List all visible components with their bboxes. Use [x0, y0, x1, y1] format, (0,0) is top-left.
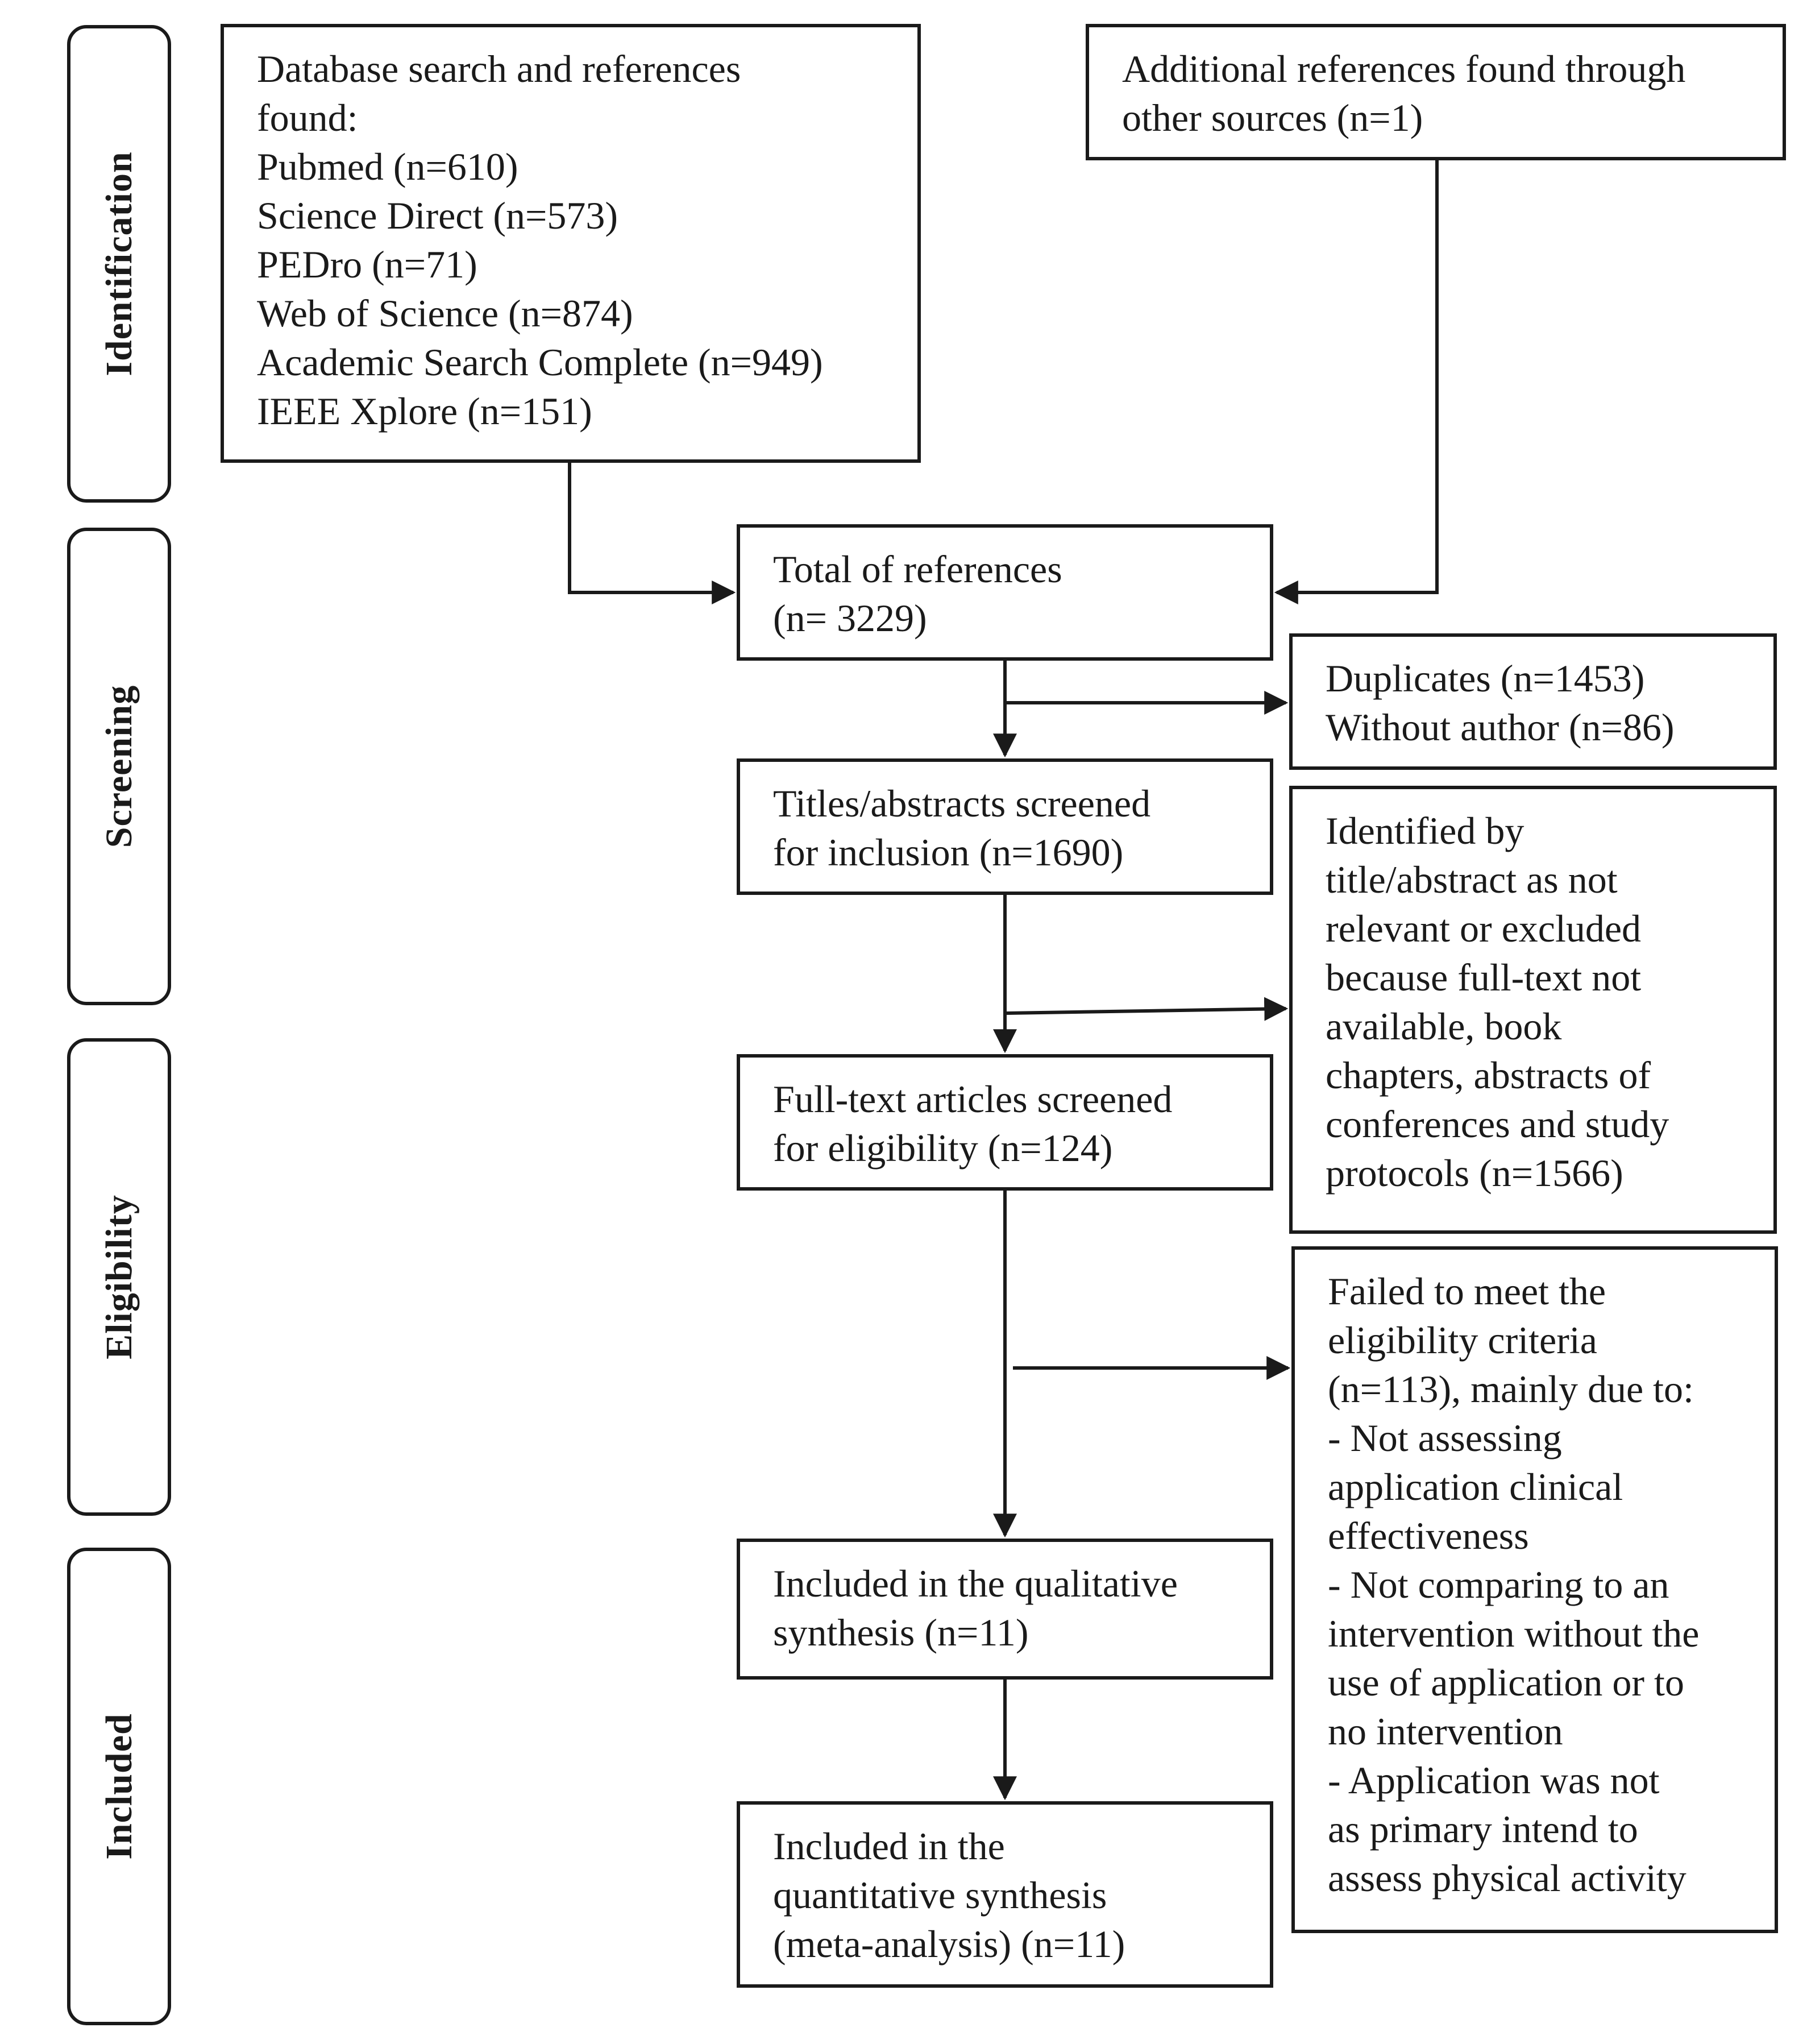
box-line: effectiveness: [1328, 1514, 1529, 1557]
box-line: no intervention: [1328, 1710, 1563, 1753]
box-line: (n= 3229): [773, 596, 927, 640]
box-line: Academic Search Complete (n=949): [257, 341, 823, 384]
box-line: because full-text not: [1326, 956, 1642, 999]
arrow-additional-to-total: [1274, 160, 1439, 604]
failed-eligibility-box: Failed to meet the eligibility criteria …: [1291, 1246, 1778, 1933]
box-line: Web of Science (n=874): [257, 292, 633, 335]
database-search-box: Database search and references found: Pu…: [221, 24, 921, 463]
box-line: use of application or to: [1328, 1661, 1684, 1704]
box-line: conferences and study: [1326, 1102, 1669, 1146]
box-line: Database search and references: [257, 47, 741, 90]
box-line: Without author (n=86): [1326, 706, 1675, 749]
box-line: as primary intend to: [1328, 1807, 1638, 1851]
stage-screening: Screening: [67, 528, 171, 1005]
box-line: Science Direct (n=573): [257, 194, 618, 237]
box-line: (n=113), mainly due to:: [1328, 1367, 1694, 1411]
additional-references-box: Additional references found through othe…: [1086, 24, 1786, 160]
arrow-database-to-total: [568, 463, 736, 604]
box-line: Additional references found through: [1122, 47, 1686, 90]
box-line: - Not comparing to an: [1328, 1563, 1669, 1606]
quantitative-synthesis-box: Included in the quantitative synthesis (…: [737, 1801, 1273, 1988]
total-references-box: Total of references (n= 3229): [737, 524, 1273, 661]
box-line: title/abstract as not: [1326, 858, 1618, 901]
box-line: intervention without the: [1328, 1612, 1700, 1655]
arrow-to-excluded-title-abstract: [1004, 997, 1289, 1021]
box-line: application clinical: [1328, 1465, 1623, 1508]
box-line: other sources (n=1): [1122, 96, 1423, 139]
qualitative-synthesis-box: Included in the qualitative synthesis (n…: [737, 1539, 1273, 1680]
box-line: synthesis (n=11): [773, 1611, 1029, 1654]
box-line: - Not assessing: [1328, 1416, 1562, 1460]
box-line: quantitative synthesis: [773, 1873, 1107, 1917]
box-line: IEEE Xplore (n=151): [257, 389, 592, 433]
box-line: Failed to meet the: [1328, 1270, 1606, 1313]
box-line: for inclusion (n=1690): [773, 831, 1124, 874]
box-line: for eligibility (n=124): [773, 1126, 1113, 1170]
box-line: Pubmed (n=610): [257, 145, 518, 188]
fulltext-screened-box: Full-text articles screened for eligibil…: [737, 1054, 1273, 1191]
box-line: PEDro (n=71): [257, 243, 477, 286]
titles-screened-box: Titles/abstracts screened for inclusion …: [737, 758, 1273, 895]
box-line: - Application was not: [1328, 1759, 1660, 1802]
box-line: Included in the: [773, 1825, 1005, 1868]
box-line: protocols (n=1566): [1326, 1151, 1623, 1195]
box-line: Full-text articles screened: [773, 1077, 1173, 1121]
excluded-title-abstract-box: Identified by title/abstract as not rele…: [1289, 786, 1777, 1234]
box-line: assess physical activity: [1328, 1856, 1686, 1900]
box-line: Identified by: [1326, 809, 1524, 852]
stage-included: Included: [67, 1548, 171, 2025]
box-line: chapters, abstracts of: [1326, 1054, 1651, 1097]
box-line: available, book: [1326, 1005, 1562, 1048]
box-line: relevant or excluded: [1326, 907, 1642, 950]
box-line: Included in the qualitative: [773, 1562, 1178, 1605]
box-line: found:: [257, 96, 358, 139]
box-line: eligibility criteria: [1328, 1319, 1597, 1362]
box-line: (meta-analysis) (n=11): [773, 1922, 1125, 1966]
box-line: Total of references: [773, 548, 1062, 591]
box-line: Duplicates (n=1453): [1326, 657, 1645, 700]
stage-eligibility: Eligibility: [67, 1038, 171, 1516]
duplicates-box: Duplicates (n=1453) Without author (n=86…: [1289, 633, 1777, 770]
box-line: Titles/abstracts screened: [773, 782, 1151, 825]
stage-identification: Identification: [67, 25, 171, 503]
